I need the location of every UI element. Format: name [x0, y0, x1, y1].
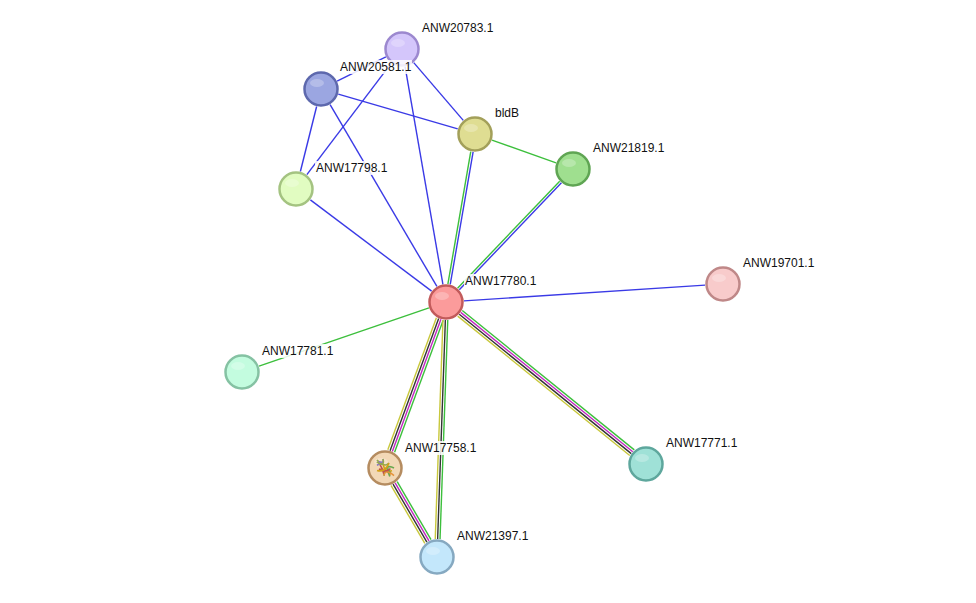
evidence-line	[307, 63, 391, 174]
evidence-line	[397, 482, 431, 540]
interaction-edge	[435, 320, 448, 539]
node-label: ANW21397.1	[456, 529, 529, 543]
node-label: ANW20783.1	[421, 21, 494, 35]
evidence-line	[392, 319, 441, 451]
node-circle	[707, 268, 740, 301]
protein-node: ANW17798.1	[278, 171, 314, 207]
protein-node: ANW19701.1	[705, 266, 741, 302]
node-circle	[705, 266, 741, 302]
node-circle	[428, 284, 464, 320]
highlight	[435, 292, 449, 300]
evidence-line	[395, 483, 429, 541]
node-circle	[226, 356, 259, 389]
node-label: bldB	[494, 106, 520, 120]
node-circle	[303, 71, 339, 107]
evidence-line	[448, 152, 471, 285]
node-label: ANW21819.1	[592, 141, 665, 155]
protein-node: ANW20581.1	[303, 71, 339, 107]
node-circle	[557, 153, 590, 186]
evidence-line	[461, 312, 633, 451]
evidence-line	[450, 152, 473, 285]
evidence-line	[390, 318, 439, 450]
node-circle	[628, 446, 664, 482]
interaction-edge	[338, 94, 457, 129]
evidence-line	[458, 316, 630, 455]
protein-node: ANW21397.1	[419, 539, 455, 575]
evidence-line	[310, 200, 431, 291]
node-circle	[367, 450, 403, 486]
interaction-edge	[492, 140, 556, 163]
interaction-edge	[458, 181, 562, 290]
evidence-line	[338, 94, 457, 129]
highlight	[712, 274, 726, 282]
protein-node: bldB	[457, 116, 493, 152]
interaction-edge	[458, 311, 635, 456]
protein-node: ANW17758.1	[367, 450, 403, 486]
node-circle	[224, 354, 260, 390]
protein-structure	[377, 459, 394, 476]
evidence-line	[395, 320, 444, 452]
node-circle	[305, 73, 338, 106]
evidence-line	[330, 105, 437, 287]
interaction-edge	[307, 63, 391, 174]
protein-strand	[377, 459, 384, 464]
protein-node: ANW17781.1	[224, 354, 260, 390]
node-circle	[430, 286, 463, 319]
node-circle	[419, 539, 455, 575]
node-circle	[555, 151, 591, 187]
node-circle	[278, 171, 314, 207]
node-circle	[457, 116, 493, 152]
highlight	[464, 124, 478, 132]
node-circle	[459, 118, 492, 151]
node-label: ANW17758.1	[404, 441, 477, 455]
evidence-line	[388, 318, 437, 450]
interaction-edge	[414, 63, 464, 121]
node-circle	[421, 541, 454, 574]
highlight	[285, 179, 299, 187]
interaction-edge	[405, 67, 443, 285]
evidence-line	[435, 320, 443, 539]
node-circle	[630, 448, 663, 481]
node-circle	[280, 173, 313, 206]
node-label: ANW19701.1	[742, 256, 815, 270]
interaction-edge	[310, 200, 431, 291]
evidence-line	[393, 484, 427, 542]
evidence-line	[462, 311, 634, 450]
node-label: ANW17798.1	[315, 161, 388, 175]
highlight	[310, 79, 324, 87]
highlight	[231, 362, 245, 370]
node-circle	[369, 452, 402, 485]
highlight	[426, 547, 440, 555]
protein-node: ANW21819.1	[555, 151, 591, 187]
interaction-edge	[330, 105, 437, 287]
node-label: ANW20581.1	[339, 60, 412, 74]
protein-strand	[377, 460, 389, 465]
interaction-edge	[388, 318, 443, 453]
interaction-edge	[259, 308, 429, 366]
highlight	[374, 458, 388, 466]
protein-node: ANW17780.1	[428, 284, 464, 320]
interaction-edge	[391, 482, 431, 544]
evidence-line	[459, 183, 561, 290]
highlight	[635, 454, 649, 462]
interaction-edge	[448, 152, 473, 285]
node-label: ANW17781.1	[261, 344, 334, 358]
evidence-line	[391, 485, 425, 543]
evidence-line	[405, 67, 443, 285]
protein-strand	[377, 463, 389, 471]
evidence-line	[414, 63, 464, 121]
highlight	[391, 39, 405, 47]
evidence-line	[259, 308, 429, 366]
protein-node: ANW17771.1	[628, 446, 664, 482]
node-label: ANW17771.1	[665, 436, 738, 450]
node-label: ANW17780.1	[464, 274, 537, 288]
protein-strand	[384, 472, 394, 476]
highlight	[562, 159, 576, 167]
evidence-line	[458, 181, 560, 288]
evidence-line	[492, 140, 556, 163]
evidence-line	[459, 314, 631, 453]
